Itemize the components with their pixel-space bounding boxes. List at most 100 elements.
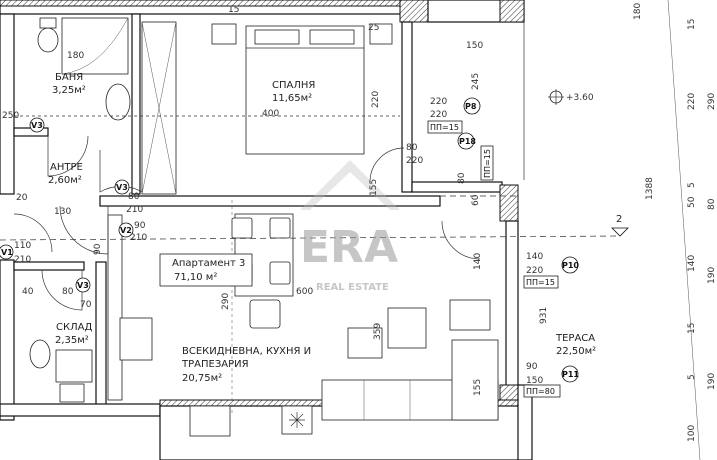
- section-mark: 2: [616, 214, 622, 225]
- dim-359: 359: [373, 323, 383, 340]
- storage-shelf: [59, 383, 85, 403]
- tag-v3-bath-circle: [29, 117, 45, 133]
- dim-210b: 210: [130, 233, 147, 243]
- ruler-5b: 5: [687, 374, 697, 380]
- dim-25: 25: [368, 23, 379, 33]
- pp15b: ПП=15: [483, 149, 492, 178]
- ruler-190b: 190: [707, 373, 717, 390]
- dim-140a: 140: [473, 253, 483, 270]
- toilet: [37, 27, 59, 53]
- room-living-name-1: ВСЕКИДНЕВНА, КУХНЯ И: [182, 346, 311, 357]
- tag-v3-bath: V3: [31, 121, 43, 130]
- dim-40: 40: [22, 287, 34, 297]
- dim-220a: 220: [430, 97, 447, 107]
- column-top: [399, 0, 429, 23]
- dim-155a: 155: [473, 379, 483, 396]
- dim-220d: 220: [406, 156, 423, 166]
- ruler-190: 190: [707, 267, 717, 284]
- sofa-chaise: [451, 339, 499, 421]
- kitchen-counter: [107, 214, 123, 401]
- pp15c: ПП=15: [526, 278, 555, 287]
- room-living-name-2: ТРАПЕЗАРИЯ: [181, 359, 249, 370]
- dim-180: 180: [67, 51, 84, 61]
- pp15c-box: [523, 275, 559, 289]
- tag-v1-circle: [0, 244, 14, 260]
- dim-80g: 80: [62, 287, 74, 297]
- room-bedroom-width: 400: [262, 109, 279, 119]
- tag-p11: P11: [562, 370, 579, 379]
- tag-p11-circle: [561, 365, 579, 383]
- wall-left-upper: [0, 13, 15, 195]
- wall-bedroom-right: [401, 21, 413, 193]
- room-bath-area: 3,25м²: [52, 85, 86, 96]
- ruler-220: 220: [687, 93, 697, 110]
- watermark-logo: ERA: [300, 222, 398, 273]
- wall-bedroom-living: [99, 195, 441, 207]
- room-living-area: 20,75м²: [182, 373, 222, 384]
- dim-250: 250: [2, 111, 19, 121]
- room-bedroom-name: СПАЛНЯ: [272, 80, 315, 91]
- dim-290: 290: [221, 293, 231, 310]
- section-line-main: [0, 235, 621, 241]
- tag-p8: P8: [465, 102, 477, 111]
- dim-245: 245: [471, 73, 481, 90]
- tag-p8-circle: [463, 97, 481, 115]
- coffee-table-1: [347, 327, 383, 359]
- pillow-right: [309, 29, 355, 45]
- tag-v3-bed: V3: [116, 183, 128, 192]
- dim-80e: 80: [457, 172, 467, 184]
- level-mark: +3.60: [566, 93, 594, 103]
- room-terrace-name: ТЕРАСА: [555, 333, 595, 344]
- dim-210a: 210: [126, 205, 143, 215]
- kitchen-sink: [189, 405, 231, 437]
- room-storage-name: СКЛАД: [56, 322, 92, 333]
- plant-icon: [289, 412, 305, 428]
- ruler-80: 80: [707, 198, 717, 210]
- shower-tray: [61, 17, 129, 75]
- room-bath-name: БАНЯ: [55, 72, 83, 83]
- pp15a: ПП=15: [430, 123, 459, 132]
- dim-90a: 90: [134, 221, 146, 231]
- dim-600: 600: [296, 287, 313, 297]
- window-specs: ПП=15 ПП=15 ПП=15 ПП=80: [427, 120, 561, 398]
- dim-155b: 150: [526, 376, 543, 386]
- wall-bath-bedroom: [131, 13, 141, 195]
- watermark: ERA REAL ESTATE: [300, 160, 400, 293]
- watermark-roof: [300, 160, 400, 210]
- watermark-subtitle: REAL ESTATE: [316, 282, 389, 293]
- dim-130: 130: [54, 207, 71, 217]
- bed: [245, 25, 365, 155]
- dim-80d: 80: [406, 143, 418, 153]
- wall-living-right: [505, 220, 519, 402]
- chair-4: [269, 261, 291, 285]
- ruler-140: 140: [687, 255, 697, 272]
- dim-20: 20: [16, 193, 28, 203]
- chair-5: [249, 299, 281, 329]
- ruler-5: 5: [687, 182, 697, 188]
- ruler-100: 100: [687, 425, 697, 442]
- apartment-label: Апартамент 3: [172, 258, 245, 269]
- tag-v1: V1: [1, 248, 13, 257]
- dim-60: 60: [471, 194, 481, 206]
- pp15b-box: [480, 145, 494, 181]
- dim-180b: 180: [633, 3, 643, 20]
- apartment-label-box: [159, 253, 253, 287]
- room-terrace-area: 22,50м²: [556, 346, 596, 357]
- room-hall-name: АНТРЕ: [50, 162, 83, 173]
- tag-v3-storage: V3: [77, 281, 89, 290]
- wall-left-lower: [0, 259, 15, 421]
- dim-90c: 90: [526, 362, 538, 372]
- tag-v3-bed-circle: [114, 179, 130, 195]
- section-lines: [0, 115, 621, 416]
- hob-frame: [119, 317, 153, 361]
- ruler-50: 50: [687, 196, 697, 208]
- wall-bottom-left: [0, 403, 161, 417]
- nightstand-right: [369, 23, 393, 45]
- door-bath: [47, 135, 89, 177]
- tag-p18: P18: [459, 137, 476, 146]
- dim-90b: 90: [93, 243, 103, 255]
- room-hall-area: 2,60м²: [48, 175, 82, 186]
- chair-2: [269, 217, 291, 239]
- dim-220c: 220: [371, 91, 381, 108]
